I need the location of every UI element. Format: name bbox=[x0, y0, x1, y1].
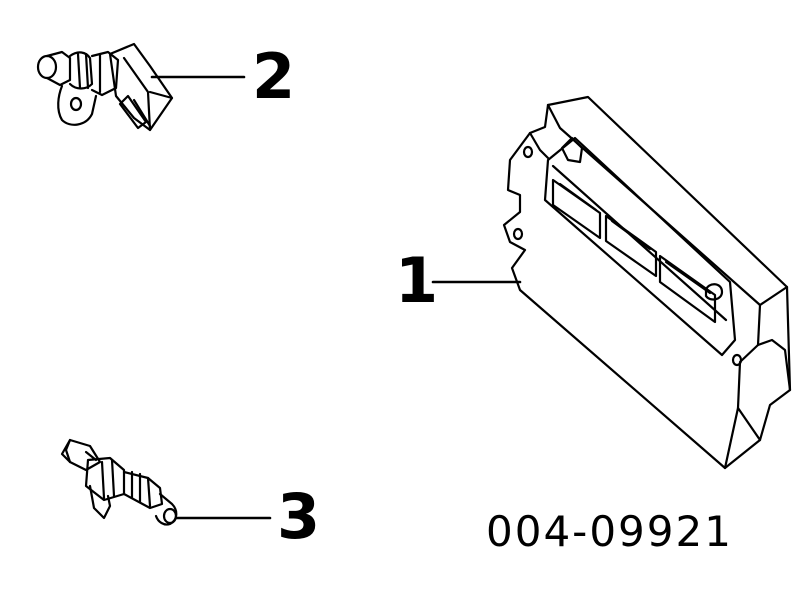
control-module-illustration bbox=[431, 95, 792, 470]
callout-number-1: 1 bbox=[395, 244, 439, 317]
callout-number-2: 2 bbox=[252, 40, 296, 113]
sensor-3-illustration bbox=[60, 438, 272, 526]
diagram-reference-code: 004-09921 bbox=[486, 507, 733, 556]
callout-number-3: 3 bbox=[277, 480, 321, 553]
camshaft-sensor-illustration bbox=[36, 42, 246, 132]
